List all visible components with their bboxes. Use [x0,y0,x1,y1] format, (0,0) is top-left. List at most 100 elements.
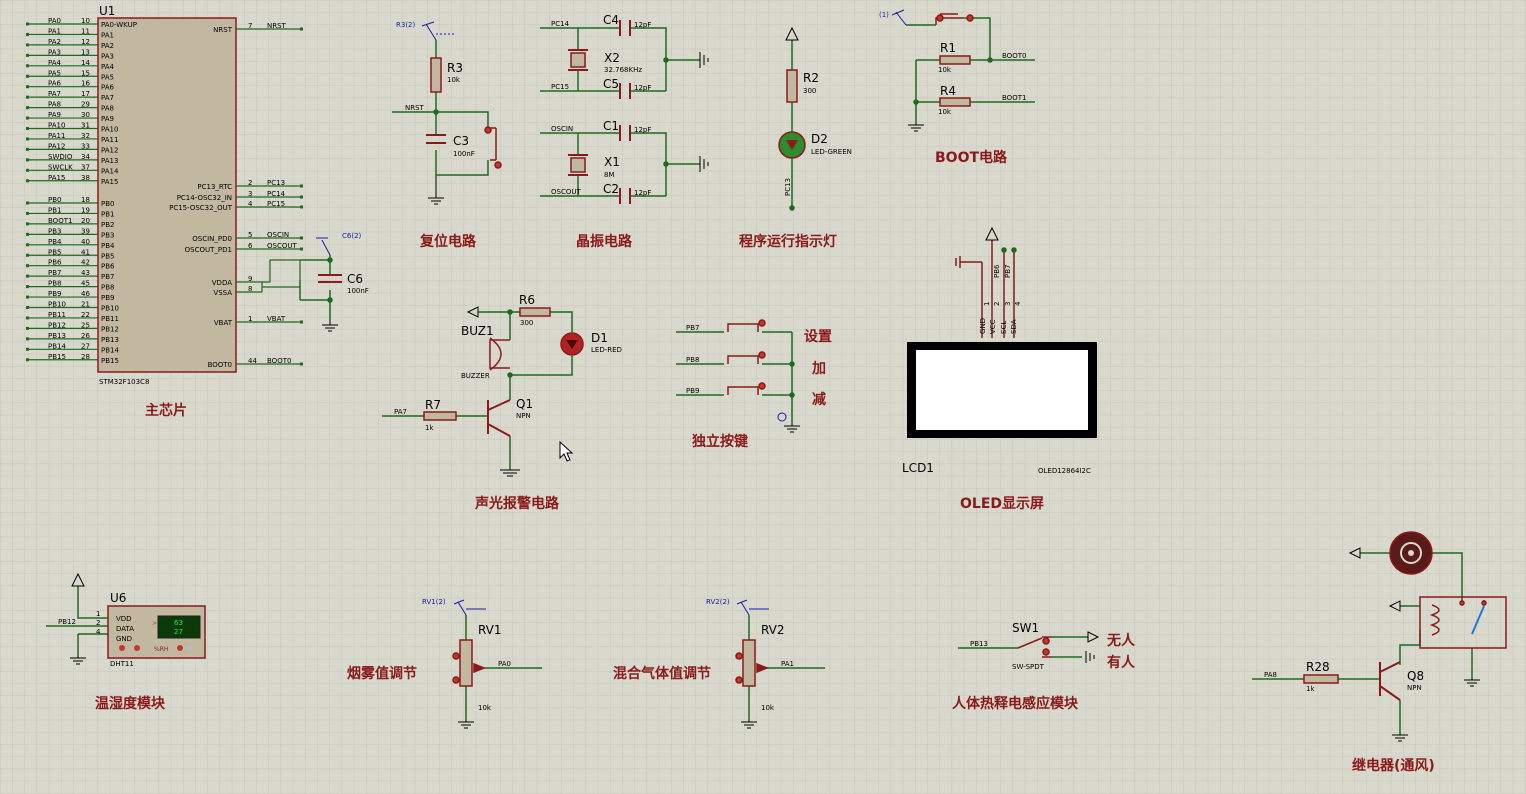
relay-circuit[interactable] [1252,531,1507,742]
u1-left-terminal[interactable] [26,253,29,257]
u1-left-pin-num: 31 [81,122,90,130]
d1-value: LED-RED [591,346,622,354]
u1-left-terminal[interactable] [26,337,29,341]
u6-unit: %RH [154,646,168,653]
oled-net-scl: PB6 [993,264,1001,278]
u1-left-terminal[interactable] [26,264,29,268]
u1-right-terminal[interactable] [300,27,303,31]
u1-body[interactable] [97,17,237,373]
u1-left-pin-num: 18 [81,196,90,204]
u1-left-terminal[interactable] [26,347,29,351]
u1-left-terminal[interactable] [26,137,29,141]
u1-left-pin-num: 28 [81,353,90,361]
u1-left-terminal[interactable] [26,127,29,130]
dht11-module[interactable]: > [46,572,206,665]
boot-rail-label: (1) [879,11,889,19]
u1-left-pin-num: 11 [81,27,90,35]
u1-right-pin-name: NRST [213,26,233,34]
u1-right-terminal[interactable] [300,362,303,366]
u1-left-terminal[interactable] [26,168,29,172]
u1-left-terminal[interactable] [26,316,29,320]
keys-circuit[interactable] [676,319,800,433]
u1-right-pin-name: PC13_RTC [197,183,232,191]
u1-left-terminal[interactable] [26,43,29,47]
u1-left-terminal[interactable] [26,232,29,236]
u1-right-terminal[interactable] [300,236,303,240]
u1-left-terminal[interactable] [26,306,29,309]
u1-left-terminal[interactable] [26,53,29,57]
u1-left-pin-num: 17 [81,90,90,98]
key3-label: 减 [812,391,826,408]
u1-left-terminal[interactable] [26,211,29,215]
u1-left-terminal[interactable] [26,147,29,151]
section-label-relay: 继电器(通风) [1352,757,1435,774]
u1-left-terminal[interactable] [26,158,29,162]
u1-left-terminal[interactable] [26,22,29,26]
rv2-potentiometer[interactable] [735,599,825,729]
u1-left-pin-name: PB11 [101,315,119,323]
u1-right-terminal[interactable] [300,247,303,251]
u1-left-net: PB14 [48,342,66,350]
oled-pin-num-1: 1 [983,302,991,306]
sw1-state-someone: 有人 [1107,654,1136,671]
rv2-value: 10k [761,704,775,712]
u1-right-terminal[interactable] [300,320,303,324]
u1-left-terminal[interactable] [26,85,29,89]
u1-right-terminal[interactable] [300,184,303,188]
u1-left-net: PA6 [48,80,62,88]
u1-left-pin-name: PA6 [101,84,115,92]
u1-left-terminal[interactable] [26,285,29,289]
u1-left-pin-num: 37 [81,163,90,171]
boot-circuit[interactable] [891,9,1035,132]
u1-left-terminal[interactable] [26,106,29,110]
alarm-circuit[interactable] [382,306,584,477]
u1-left-terminal[interactable] [26,274,29,278]
u1-left-terminal[interactable] [26,32,29,36]
u1-left-terminal[interactable] [26,222,29,226]
sw1-state-none: 无人 [1106,632,1136,649]
u1-right-net: PC15 [267,200,285,208]
reset-circuit[interactable] [392,21,502,205]
c6-capacitor[interactable] [299,237,342,332]
sw1-switch[interactable] [958,631,1100,663]
run-led-circuit[interactable] [778,26,806,211]
u6-pin-vdd: VDD [116,615,132,623]
c6-rail-label: C6(2) [342,232,362,240]
u1-left-pin-num: 34 [81,153,90,161]
u1-right-terminal[interactable] [300,205,303,209]
u1-left-terminal[interactable] [26,326,29,330]
u1-left-pin-num: 32 [81,132,90,140]
u1-right-terminal[interactable] [300,195,303,199]
u1-left-terminal[interactable] [26,64,29,68]
u1-left-terminal[interactable] [26,95,29,99]
u1-left-terminal[interactable] [26,74,29,78]
u1-right-pin-num: 1 [248,315,252,323]
u1-ref: U1 [99,4,115,18]
section-label-main-chip: 主芯片 [145,402,187,419]
u1-left-net: BOOT1 [48,217,72,225]
u1-left-terminal[interactable] [26,243,29,247]
u1-left-pin-num: 15 [81,69,90,77]
u1-left-terminal[interactable] [26,358,29,362]
r2-ref: R2 [803,71,819,85]
u1-left-pin-name: PA15 [101,178,118,186]
u1-left-pin-name: PB0 [101,200,114,208]
crystal-circuit[interactable] [540,20,709,204]
u1-left-terminal[interactable] [26,201,29,205]
u1-left-pin-num: 33 [81,142,90,150]
u1-right-pin-num: 7 [248,22,252,30]
u1-left-terminal[interactable] [26,295,29,299]
u6-pin-data: DATA [116,625,134,633]
oled-display[interactable] [907,226,1097,438]
u1-left-terminal[interactable] [26,179,29,183]
q1-ref: Q1 [516,397,533,411]
u1-right-pin-name: OSCOUT_PD1 [185,246,232,254]
u1-left-pin-name: PB10 [101,305,119,313]
rv1-potentiometer[interactable] [452,599,542,729]
u6-pin-num-2: 2 [96,619,100,627]
u1-left-net: PB4 [48,238,62,246]
u1-left-terminal[interactable] [26,116,29,120]
u6-pin-gnd: GND [116,635,132,643]
